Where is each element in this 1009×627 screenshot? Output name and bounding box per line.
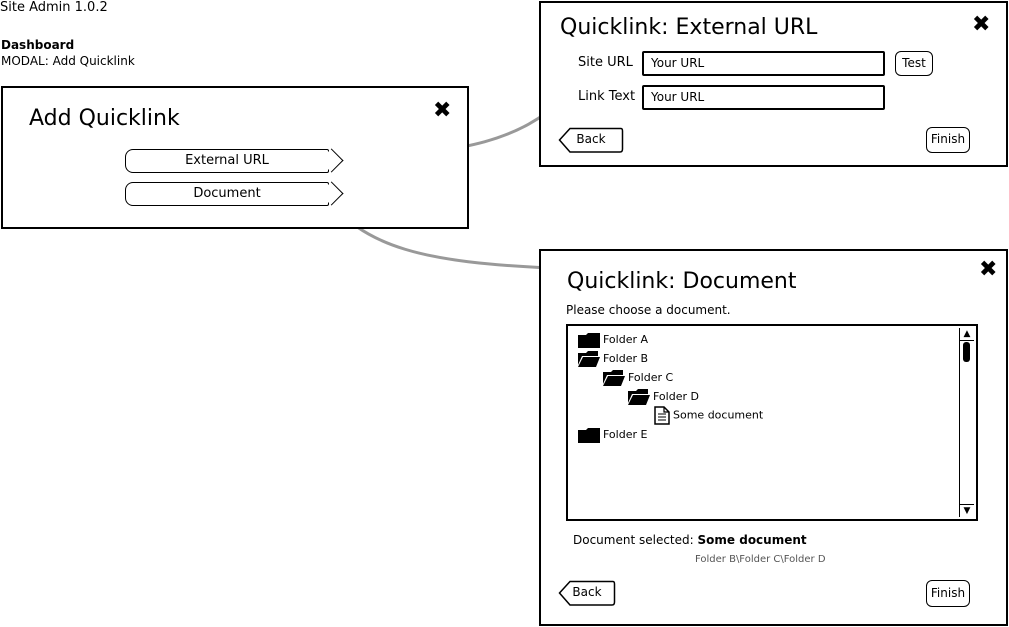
- folder-open-icon: [628, 389, 650, 405]
- tree-item-folder-c[interactable]: Folder C: [603, 370, 673, 386]
- modal-heading: Quicklink: Document: [567, 269, 797, 294]
- tree-item-folder-a[interactable]: Folder A: [578, 332, 648, 348]
- close-icon[interactable]: ✖: [972, 12, 991, 37]
- selected-document-name: Some document: [697, 533, 807, 547]
- back-label: Back: [576, 132, 606, 146]
- link-text-field[interactable]: Your URL: [642, 85, 885, 110]
- scroll-thumb[interactable]: [963, 342, 970, 362]
- add-quicklink-modal: Add Quicklink ✖ External URL Document: [1, 86, 469, 229]
- scroll-up-icon[interactable]: ▲: [960, 328, 974, 341]
- option-document[interactable]: Document: [125, 182, 329, 206]
- folder-closed-icon: [578, 333, 600, 348]
- close-icon[interactable]: ✖: [433, 98, 452, 123]
- finish-button[interactable]: Finish: [926, 580, 970, 607]
- tree-item-label: Folder E: [603, 428, 648, 441]
- folder-closed-icon: [578, 428, 600, 443]
- folder-open-icon: [603, 370, 625, 386]
- back-button[interactable]: Back: [558, 580, 616, 606]
- tree-item-folder-d[interactable]: Folder D: [628, 389, 699, 405]
- finish-button[interactable]: Finish: [926, 127, 970, 153]
- scroll-down-icon[interactable]: ▼: [960, 504, 974, 517]
- site-url-field[interactable]: Your URL: [642, 51, 885, 76]
- folder-open-icon: [578, 351, 600, 367]
- tree-item-folder-b[interactable]: Folder B: [578, 351, 648, 367]
- site-url-label: Site URL: [578, 55, 633, 70]
- back-button-shape: [558, 127, 624, 153]
- tree-item-label: Some document: [673, 408, 764, 422]
- modal-heading: Add Quicklink: [29, 106, 180, 131]
- tree-item-label: Folder B: [603, 352, 649, 365]
- selected-document-path: Folder B\Folder C\Folder D: [695, 554, 826, 565]
- option-external-url[interactable]: External URL: [125, 149, 329, 173]
- breadcrumb-context: MODAL: Add Quicklink: [1, 54, 135, 68]
- tree-scrollbar[interactable]: ▲ ▼: [959, 328, 974, 517]
- tree-item-label: Folder D: [653, 390, 699, 403]
- tree-item-folder-e[interactable]: Folder E: [578, 427, 647, 443]
- tree-item-label: Folder A: [603, 333, 649, 346]
- external-url-modal: Quicklink: External URL ✖ Site URL Your …: [539, 1, 1008, 167]
- link-text-label: Link Text: [578, 89, 636, 104]
- document-modal: Quicklink: Document ✖ Please choose a do…: [539, 249, 1008, 626]
- document-icon: [654, 406, 670, 425]
- tree-item-some-document[interactable]: Some document: [654, 406, 763, 425]
- test-button[interactable]: Test: [895, 51, 933, 76]
- back-button[interactable]: Back: [558, 127, 624, 153]
- selection-summary: Document selected: Some document: [573, 533, 807, 547]
- close-icon[interactable]: ✖: [979, 257, 998, 282]
- back-label: Back: [572, 585, 602, 599]
- document-tree[interactable]: Folder A Folder B Folder C Folder D Some…: [566, 324, 978, 521]
- tree-item-label: Folder C: [628, 371, 674, 384]
- app-title: Site Admin 1.0.2: [0, 0, 108, 15]
- breadcrumb: Dashboard MODAL: Add Quicklink: [1, 37, 135, 69]
- selected-label: Document selected:: [573, 533, 694, 547]
- back-button-shape: [558, 580, 616, 606]
- modal-heading: Quicklink: External URL: [560, 15, 818, 40]
- breadcrumb-page: Dashboard: [1, 38, 75, 52]
- instruction-text: Please choose a document.: [566, 303, 731, 317]
